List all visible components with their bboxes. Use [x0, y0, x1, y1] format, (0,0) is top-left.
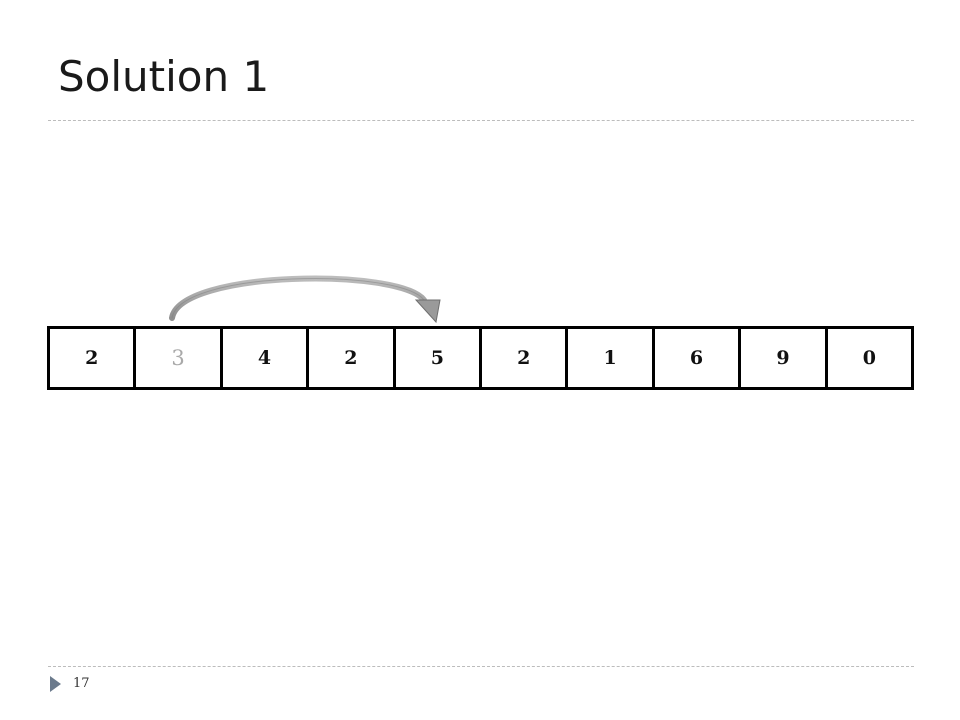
array-cell: 2 [50, 329, 137, 387]
array-row: 2 3 4 2 5 2 1 6 9 0 [47, 326, 914, 390]
title-divider [48, 120, 914, 121]
array-cell: 9 [741, 329, 828, 387]
array-cell: 4 [223, 329, 310, 387]
array-cell: 2 [482, 329, 569, 387]
footer-divider [48, 666, 914, 667]
slide-title: Solution 1 [58, 52, 270, 101]
array-cell: 6 [655, 329, 742, 387]
page-number: 17 [73, 676, 90, 691]
array-cell: 5 [396, 329, 483, 387]
array-cell: 0 [862, 347, 876, 369]
arrow-curve [169, 275, 427, 321]
arrow-curve-outline [171, 278, 425, 319]
footer-triangle-icon [50, 676, 61, 692]
array-cell: 2 [309, 329, 396, 387]
array-cell: 1 [568, 329, 655, 387]
arrow-head [414, 299, 441, 324]
array-cell-highlighted: 3 [136, 329, 223, 387]
